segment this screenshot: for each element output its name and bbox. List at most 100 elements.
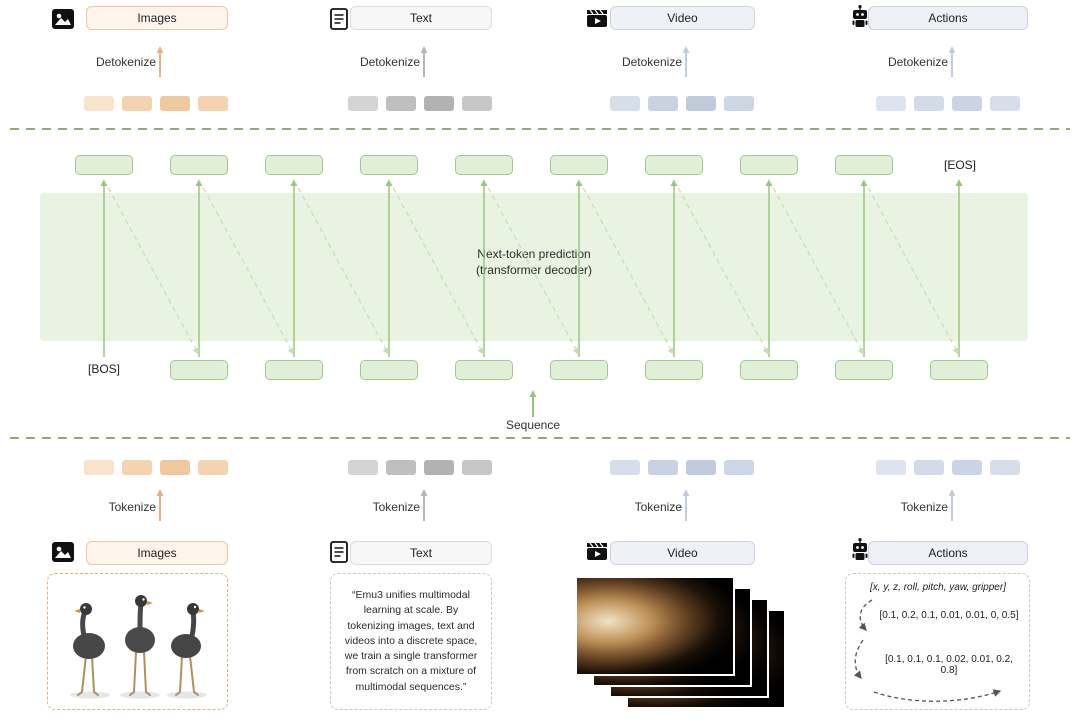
sequence-token-box (170, 155, 228, 175)
token-square (610, 96, 640, 111)
sequence-token-box (265, 155, 323, 175)
decoder-label: Next-token prediction (transformer decod… (40, 246, 1028, 278)
sequence-token-box (645, 155, 703, 175)
eos-label: [EOS] (943, 158, 976, 172)
actions-token-row-top (876, 96, 1020, 111)
bos-label: [BOS] (87, 362, 120, 376)
video-frame-1 (575, 576, 735, 676)
sequence-token-box (170, 360, 228, 380)
token-square (876, 96, 906, 111)
text-icon-bottom (326, 539, 352, 565)
detokenize-label-text: Detokenize (359, 55, 420, 69)
actions-robot-icon-bottom (847, 537, 873, 563)
token-square (648, 96, 678, 111)
images-pill-top: Images (86, 6, 228, 30)
sequence-token-box (265, 360, 323, 380)
video-token-row-bottom (610, 460, 754, 475)
token-square (990, 96, 1020, 111)
token-square (122, 460, 152, 475)
token-square (648, 460, 678, 475)
token-square (876, 460, 906, 475)
token-square (424, 460, 454, 475)
token-square (990, 460, 1020, 475)
detokenize-label-images: Detokenize (95, 55, 156, 69)
actions-value-2: [0.1, 0.1, 0.1, 0.02, 0.01, 0.2, 0.8] (885, 654, 1013, 676)
sequence-token-box (550, 155, 608, 175)
sequence-token-box (740, 360, 798, 380)
token-square (914, 460, 944, 475)
token-square (686, 460, 716, 475)
decoder-label-line1: Next-token prediction (477, 247, 591, 261)
sequence-token-box (550, 360, 608, 380)
video-pill-bottom: Video (610, 541, 755, 565)
actions-pill-bottom: Actions (868, 541, 1028, 565)
images-pill-bottom: Images (86, 541, 228, 565)
token-square (122, 96, 152, 111)
text-pill-bottom: Text (350, 541, 492, 565)
text-token-row-bottom (348, 460, 492, 475)
images-token-row-bottom (84, 460, 228, 475)
token-square (160, 460, 190, 475)
dashed-divider-top (10, 128, 1070, 130)
images-icon-bottom (50, 539, 76, 565)
token-square (952, 96, 982, 111)
sequence-token-box (645, 360, 703, 380)
sequence-label: Sequence (505, 418, 561, 432)
tokenize-label-text: Tokenize (372, 500, 420, 514)
images-token-row-top (84, 96, 228, 111)
token-square (724, 96, 754, 111)
token-square (348, 96, 378, 111)
sequence-token-box (360, 155, 418, 175)
tokenize-label-images: Tokenize (108, 500, 156, 514)
text-pill-top: Text (350, 6, 492, 30)
images-icon (50, 6, 76, 32)
token-square (160, 96, 190, 111)
video-icon-bottom (584, 539, 610, 565)
actions-robot-icon (847, 4, 873, 30)
sequence-token-box (455, 360, 513, 380)
sequence-token-box (740, 155, 798, 175)
actions-token-row-bottom (876, 460, 1020, 475)
token-square (348, 460, 378, 475)
tokenize-label-actions: Tokenize (900, 500, 948, 514)
dashed-divider-bottom (10, 437, 1070, 439)
trajectory-arrows (853, 599, 1002, 702)
sequence-token-box (835, 360, 893, 380)
ostrich-chicks-illustration (70, 595, 207, 699)
token-square (84, 96, 114, 111)
text-example-box: “Emu3 unifies multimodal learning at sca… (330, 573, 492, 710)
video-example-frames (575, 576, 790, 716)
actions-pill-top: Actions (868, 6, 1028, 30)
token-square (386, 460, 416, 475)
token-square (198, 96, 228, 111)
sequence-token-box (930, 360, 988, 380)
token-square (610, 460, 640, 475)
actions-example-box: [x, y, z, roll, pitch, yaw, gripper] [0.… (845, 573, 1030, 710)
sequence-token-box (835, 155, 893, 175)
text-token-row-top (348, 96, 492, 111)
actions-vector-header: [x, y, z, roll, pitch, yaw, gripper] (870, 582, 1006, 593)
decoder-label-line2: (transformer decoder) (475, 263, 593, 278)
images-example-box (47, 573, 228, 710)
token-square (686, 96, 716, 111)
token-square (724, 460, 754, 475)
video-pill-top: Video (610, 6, 755, 30)
token-square (84, 460, 114, 475)
detokenize-label-actions: Detokenize (887, 55, 948, 69)
video-icon (584, 6, 610, 32)
token-square (462, 460, 492, 475)
token-square (914, 96, 944, 111)
detokenize-label-video: Detokenize (621, 55, 682, 69)
actions-value-1: [0.1, 0.2, 0.1, 0.01, 0.01, 0, 0.5] (879, 610, 1019, 621)
token-square (952, 460, 982, 475)
tokenize-label-video: Tokenize (634, 500, 682, 514)
sequence-token-box (360, 360, 418, 380)
token-square (424, 96, 454, 111)
token-square (462, 96, 492, 111)
token-square (198, 460, 228, 475)
sequence-token-box (75, 155, 133, 175)
text-icon (326, 6, 352, 32)
sequence-token-box (455, 155, 513, 175)
token-square (386, 96, 416, 111)
